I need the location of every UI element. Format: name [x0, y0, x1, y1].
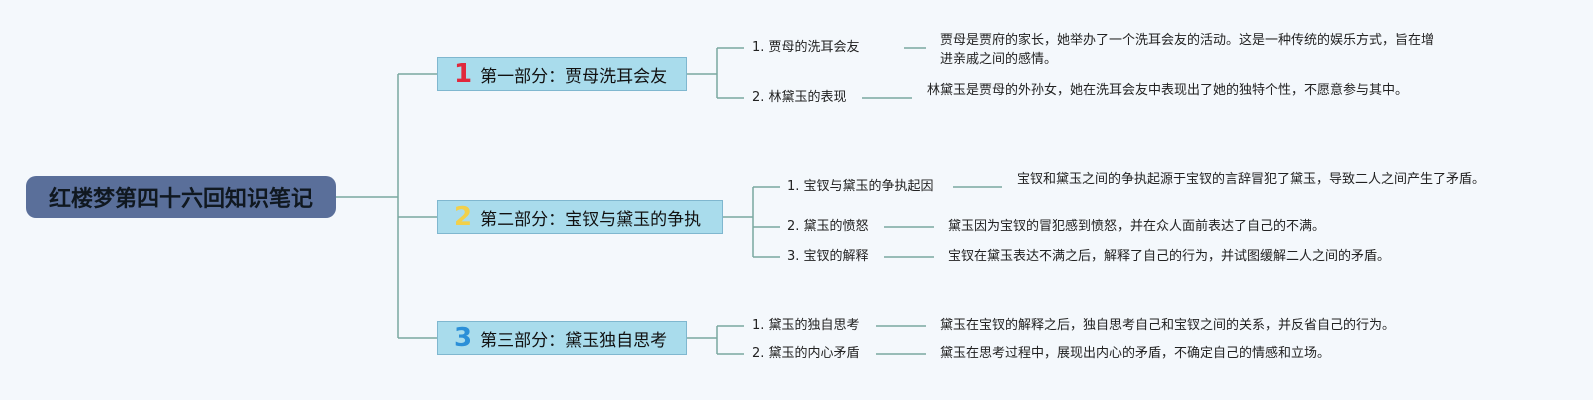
section-label-2: 第二部分：宝钗与黛玉的争执	[480, 209, 702, 230]
section-label-1: 第一部分：贾母洗耳会友	[480, 66, 668, 87]
item-desc-1-1: 贾母是贾府的家长，她举办了一个洗耳会友的活动。这是一种传统的娱乐方式，旨在增进亲…	[940, 33, 1435, 67]
item-label-1-2[interactable]: 2. 林黛玉的表现	[752, 90, 847, 105]
item-desc-3-2: 黛玉在思考过程中，展现出内心的矛盾，不确定自己的情感和立场。	[940, 346, 1331, 361]
section-node-1[interactable]: 1 第一部分：贾母洗耳会友	[437, 57, 687, 91]
section-number-2: 2	[454, 202, 473, 232]
item-label-3-1[interactable]: 1. 黛玉的独自思考	[752, 318, 860, 333]
item-desc-2-1: 宝钗和黛玉之间的争执起源于宝钗的言辞冒犯了黛玉，导致二人之间产生了矛盾。	[1017, 172, 1486, 187]
item-label-2-2[interactable]: 2. 黛玉的愤怒	[787, 219, 869, 234]
section-node-2[interactable]: 2 第二部分：宝钗与黛玉的争执	[437, 200, 723, 234]
section-node-3[interactable]: 3 第三部分：黛玉独自思考	[437, 321, 687, 355]
item-desc-2-3: 宝钗在黛玉表达不满之后，解释了自己的行为，并试图缓解二人之间的矛盾。	[948, 249, 1391, 264]
item-label-3-2[interactable]: 2. 黛玉的内心矛盾	[752, 346, 860, 361]
item-label-2-3[interactable]: 3. 宝钗的解释	[787, 249, 869, 264]
item-label-1-1[interactable]: 1. 贾母的洗耳会友	[752, 40, 860, 55]
item-desc-3-1: 黛玉在宝钗的解释之后，独自思考自己和宝钗之间的关系，并反省自己的行为。	[940, 318, 1396, 333]
section-label-3: 第三部分：黛玉独自思考	[480, 330, 668, 351]
item-desc-2-2: 黛玉因为宝钗的冒犯感到愤怒，并在众人面前表达了自己的不满。	[948, 219, 1326, 234]
section-number-1: 1	[454, 59, 473, 89]
root-node[interactable]: 红楼梦第四十六回知识笔记	[26, 176, 336, 218]
root-title: 红楼梦第四十六回知识笔记	[48, 187, 313, 212]
section-number-3: 3	[454, 323, 473, 353]
item-desc-1-2: 林黛玉是贾母的外孙女，她在洗耳会友中表现出了她的独特个性，不愿意参与其中。	[927, 83, 1409, 98]
item-label-2-1[interactable]: 1. 宝钗与黛玉的争执起因	[787, 179, 934, 194]
